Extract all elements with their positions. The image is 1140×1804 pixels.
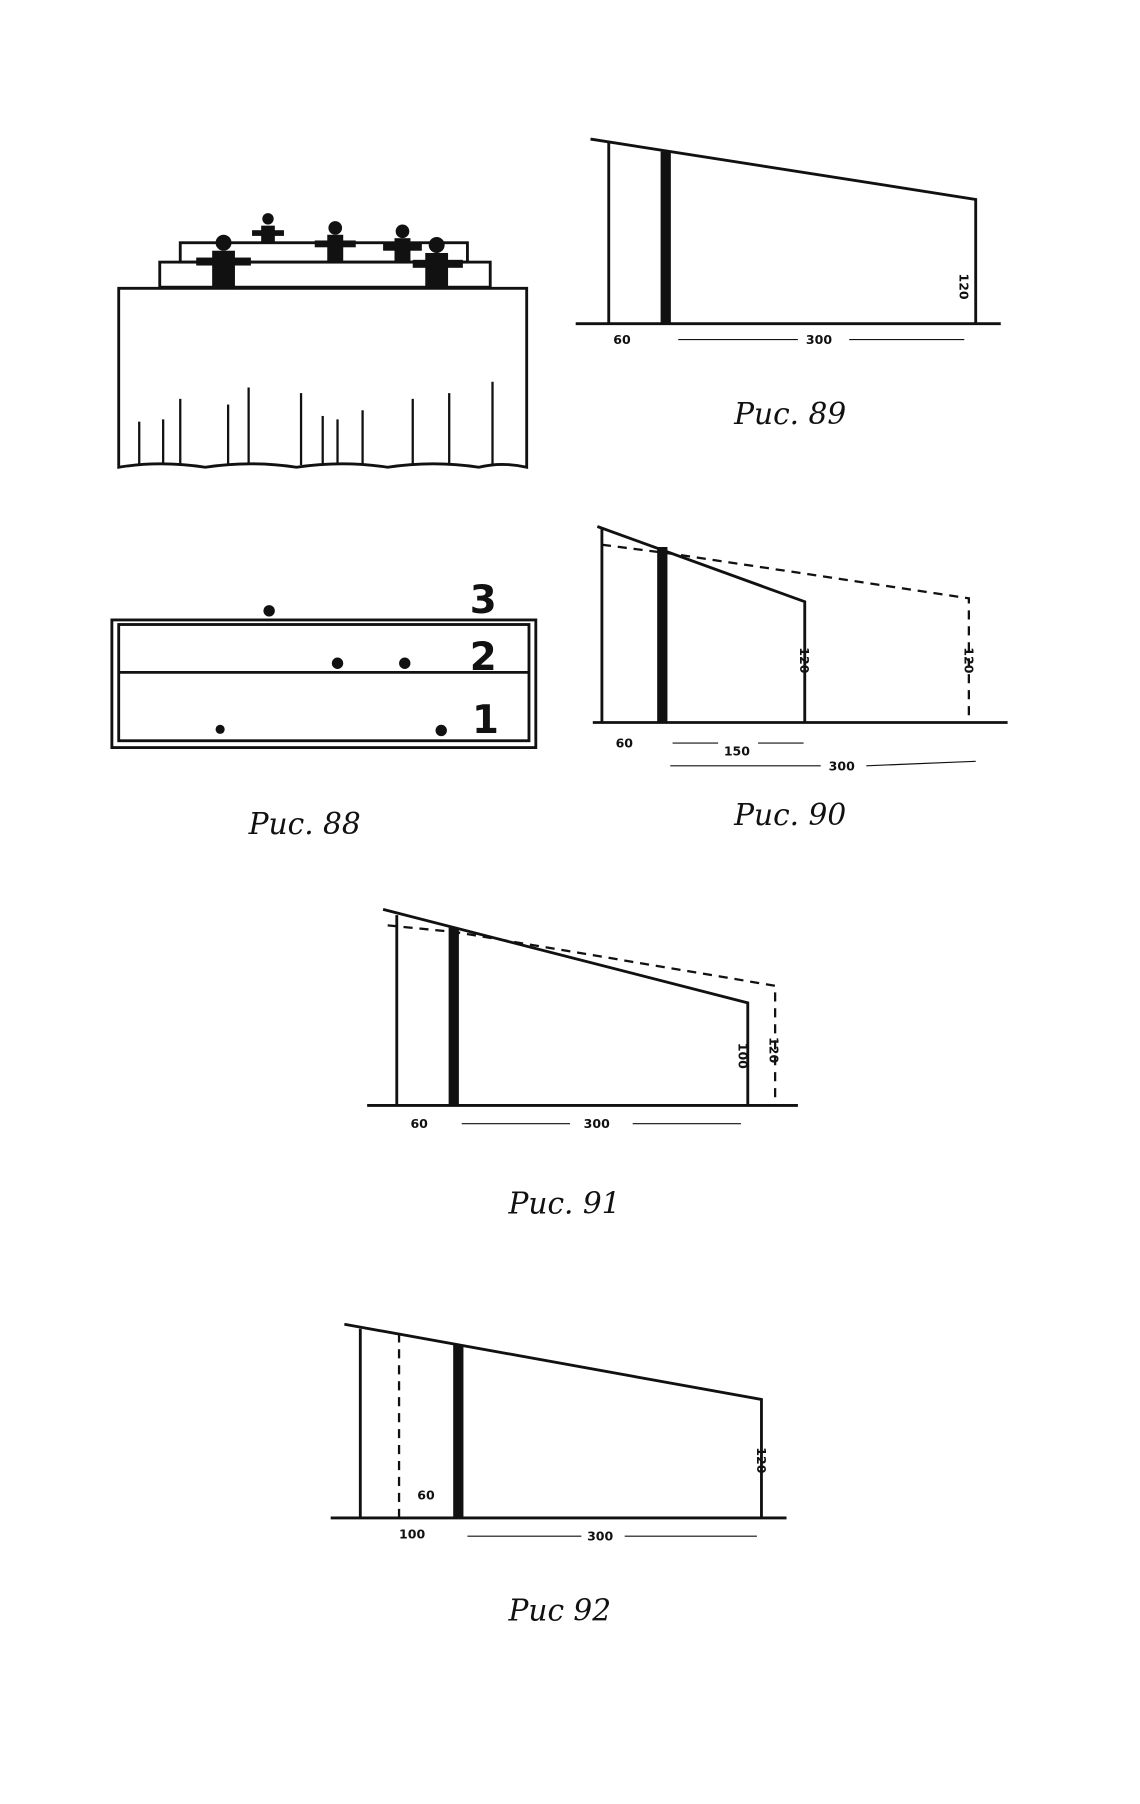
people-silhouettes [196, 213, 463, 289]
dim-150: 150 [724, 744, 750, 759]
dim-120: 120 [754, 1447, 769, 1473]
dim-300: 300 [587, 1529, 613, 1544]
dim-120-long: 120 [961, 647, 976, 673]
dim-60: 60 [410, 1116, 428, 1131]
figure-92: 60 100 300 120 Рис 92 [330, 1322, 787, 1628]
figure-88: 3 2 1 Рис. 88 [110, 578, 538, 841]
dim-100: 100 [736, 1043, 751, 1069]
dim-300: 300 [806, 332, 832, 347]
caption-92: Рис 92 [507, 1594, 611, 1628]
dim-60: 60 [613, 332, 631, 347]
figure-89: 60 300 120 Рис. 89 [575, 137, 1001, 431]
dim-100: 100 [399, 1526, 425, 1541]
level-1-label: 1 [472, 698, 499, 743]
dim-300: 300 [829, 758, 855, 773]
dim-120: 120 [766, 1037, 781, 1063]
stage-drawing [117, 213, 529, 470]
level-2-label: 2 [470, 635, 497, 680]
figure-90: 60 150 300 120 120 Рис. 90 [592, 525, 1008, 832]
dim-120-short: 120 [797, 647, 812, 673]
figure-91: 60 300 100 120 Рис. 91 [367, 908, 798, 1221]
dim-60: 60 [417, 1488, 435, 1503]
caption-88: Рис. 88 [248, 807, 361, 841]
dim-300: 300 [584, 1116, 610, 1131]
dim-60: 60 [616, 736, 634, 751]
caption-90: Рис. 90 [733, 798, 846, 832]
caption-89: Рис. 89 [733, 397, 846, 431]
caption-91: Рис. 91 [507, 1187, 620, 1221]
dim-120: 120 [957, 274, 972, 300]
level-3-label: 3 [470, 578, 497, 623]
